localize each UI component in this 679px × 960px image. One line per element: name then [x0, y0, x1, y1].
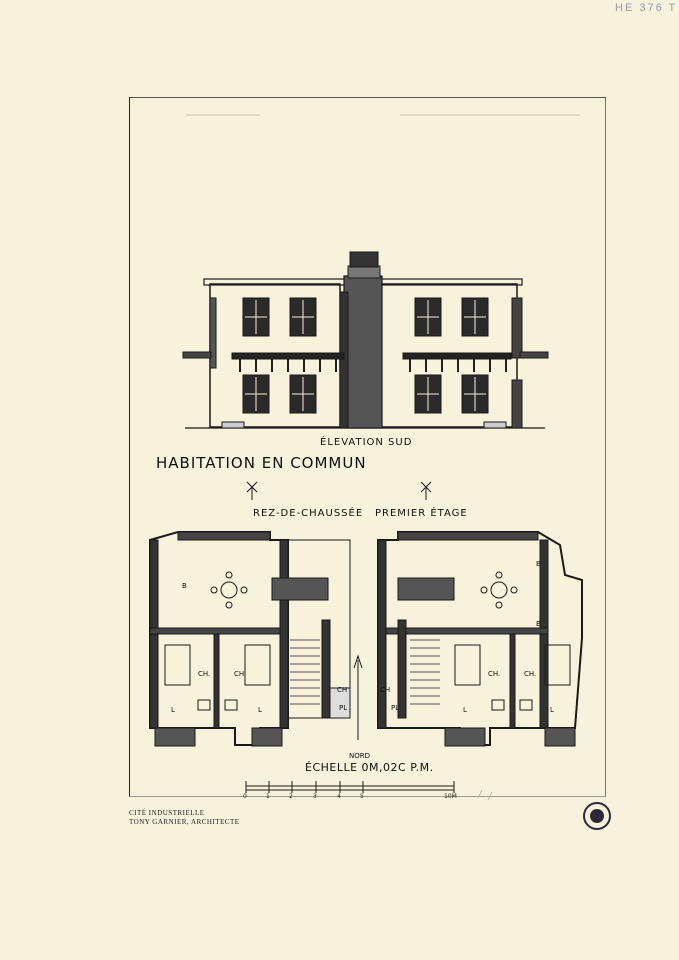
scale-tick: 5 [360, 793, 364, 800]
library-stamp-icon [583, 802, 611, 830]
room-label: CH [380, 686, 391, 694]
room-label: CH [337, 686, 348, 694]
scale-bar [245, 781, 455, 793]
scale-tick: 10M [444, 793, 457, 800]
scale-tick: 3 [313, 793, 317, 800]
room-label: CH. [198, 670, 211, 678]
room-label: B [182, 582, 187, 590]
caption-architect: TONY GARNIER, ARCHITECTE [129, 818, 240, 826]
room-label: L [550, 706, 554, 714]
drawing-plate-border [129, 97, 606, 797]
scale-tick: 0 [243, 793, 247, 800]
pencil-marks [477, 789, 493, 801]
room-label: L [171, 706, 175, 714]
south-elevation [182, 251, 549, 429]
room-label: CH. [234, 670, 247, 678]
scale-tick: 4 [337, 793, 341, 800]
caption-project: CITÉ INDUSTRIELLE [129, 809, 205, 817]
elevation-label: ÉLEVATION SUD [320, 437, 413, 448]
scale-tick: 2 [289, 793, 293, 800]
room-label: PL [391, 704, 400, 712]
stamp-center [590, 809, 604, 823]
archive-reference-mark: HE 376 T [615, 2, 678, 14]
room-label: B [536, 560, 541, 568]
plan-left-label: REZ-DE-CHAUSSÉE [253, 508, 364, 519]
room-label: CH. [524, 670, 537, 678]
room-label: PL [339, 704, 348, 712]
north-label: NORD [349, 752, 370, 760]
plan-right-label: PREMIER ÉTAGE [375, 508, 468, 519]
room-label: B [536, 620, 541, 628]
scale-label: ÉCHELLE 0M,02C P.M. [305, 761, 434, 774]
floor-plans [149, 481, 583, 747]
room-label: L [463, 706, 467, 714]
scale-tick: 1 [266, 793, 270, 800]
drawing-title: HABITATION EN COMMUN [156, 454, 367, 472]
room-label: L [258, 706, 262, 714]
room-label: CH. [488, 670, 501, 678]
